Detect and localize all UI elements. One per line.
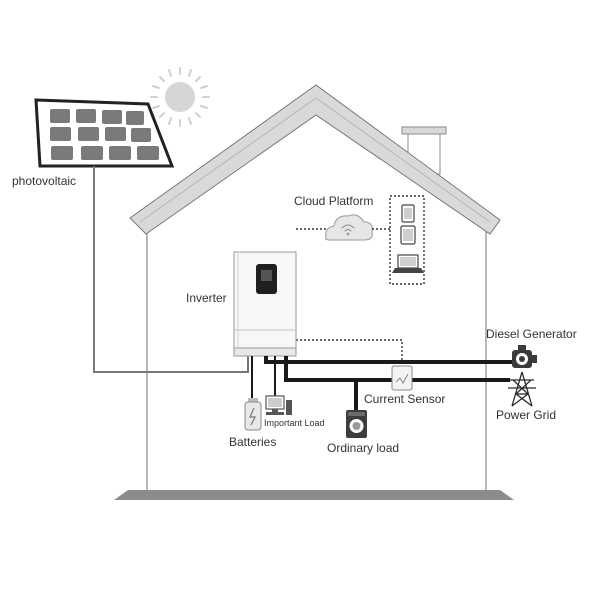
computer-icon (265, 395, 292, 415)
house-roof (129, 84, 501, 235)
current-sensor-icon (391, 365, 413, 391)
inverter-unit-icon (233, 251, 297, 357)
communication-lines (296, 195, 425, 366)
cloud-wifi-icon (325, 214, 373, 241)
ordinary-load-label: Ordinary load (327, 441, 400, 455)
pv-cable (93, 166, 249, 373)
photovoltaic-label: photovoltaic (12, 174, 77, 188)
power-cables (264, 356, 512, 410)
ground-shadow (114, 490, 514, 500)
important-load-label: Important Load (264, 418, 325, 428)
laptop-icon (392, 254, 424, 273)
washing-machine-icon (346, 410, 367, 438)
power-pylon-icon (508, 371, 536, 407)
battery-icon (244, 398, 262, 431)
phone-icon (401, 204, 415, 223)
sun-icon (150, 67, 210, 127)
diesel-generator-icon (512, 345, 537, 368)
solar-panel-icon (34, 98, 175, 168)
inverter-label: Inverter (186, 291, 227, 305)
current-sensor-label: Current Sensor (364, 392, 446, 406)
power-grid-label: Power Grid (496, 408, 557, 422)
tablet-icon (400, 225, 416, 245)
batteries-label: Batteries (229, 435, 277, 449)
diesel-generator-label: Diesel Generator (486, 327, 577, 341)
cloud-platform-label: Cloud Platform (294, 194, 374, 208)
